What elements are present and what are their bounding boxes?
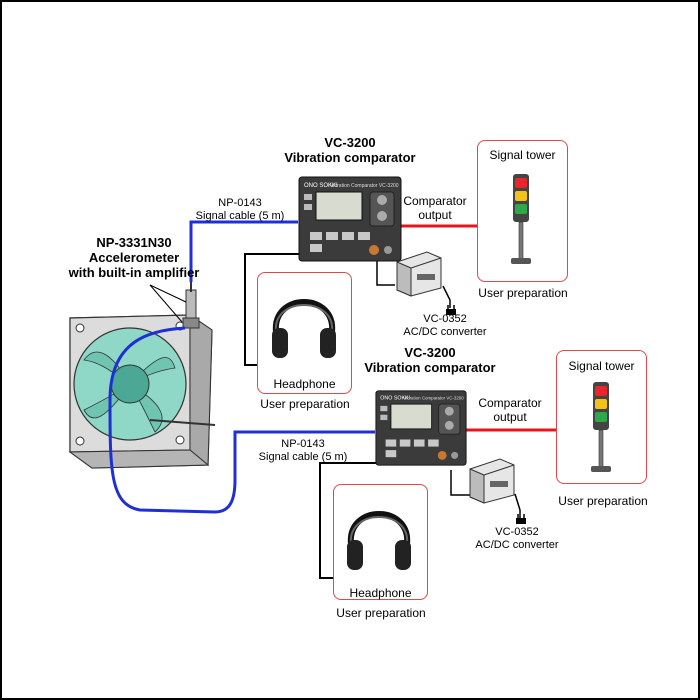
comparator-model: VC-3200 [324, 135, 376, 150]
cable-desc: Signal cable (5 m) [258, 450, 348, 463]
output-line2: output [493, 409, 527, 424]
headphone-cable-1 [244, 253, 318, 366]
accelerometer-line1: Accelerometer [88, 249, 180, 265]
power-plug-icon [446, 305, 456, 315]
signal-tower-label: Signal tower [568, 359, 635, 373]
device-panel-title: Vibration Comparator VC-3200 [403, 396, 464, 401]
converter-model: VC-0352 [423, 313, 467, 325]
signal-cable-label-1: NP-0143 Signal cable (5 m) [180, 197, 300, 222]
comparator-name: Vibration comparator [284, 149, 416, 165]
comparator-output-label-1: Comparator output [390, 194, 480, 223]
signal-tower-note: User preparation [478, 286, 568, 300]
signal-tower-label: Signal tower [489, 148, 556, 162]
output-line2: output [418, 207, 452, 222]
callout-line [149, 284, 187, 303]
vibration-comparator-device-icon: ONO SOKKI Vibration Comparator VC-3200 [375, 390, 467, 466]
accelerometer-icon [182, 280, 200, 329]
device-brand: ONO SOKKI [304, 183, 338, 189]
converter-model: VC-0352 [495, 526, 539, 538]
accelerometer-label: NP-3331N30 Accelerometer with built-in a… [34, 235, 234, 281]
signal-tower-icon [591, 382, 611, 472]
converter-desc: AC/DC converter [403, 325, 487, 338]
cable-desc: Signal cable (5 m) [195, 209, 285, 222]
cable-model: NP-0143 [281, 438, 325, 450]
signal-tower-note: User preparation [558, 494, 648, 508]
converter-label-1: VC-0352 AC/DC converter [390, 313, 500, 338]
vibration-comparator-device-icon: ONO SOKKI Vibration Comparator VC-3200 [298, 176, 402, 262]
headphone-note: User preparation [336, 606, 426, 620]
converter-desc: AC/DC converter [475, 538, 559, 551]
converter-label-2: VC-0352 AC/DC converter [462, 526, 572, 551]
headphone-note: User preparation [260, 397, 350, 411]
comparator-label-1: VC-3200 Vibration comparator [250, 135, 450, 166]
cooling-fan-icon [68, 314, 216, 469]
cable-model: NP-0143 [218, 197, 262, 209]
power-plug-icon [516, 514, 526, 524]
output-line1: Comparator [403, 194, 467, 208]
ac-dc-converter-icon [469, 458, 515, 504]
signal-cable-1 [189, 220, 298, 282]
signal-cable-2 [108, 326, 375, 514]
signal-cable-label-2: NP-0143 Signal cable (5 m) [243, 438, 363, 463]
output-line1: Comparator [478, 396, 542, 410]
comparator-label-2: VC-3200 Vibration comparator [330, 345, 530, 376]
ac-dc-converter-icon [396, 251, 442, 297]
callout-line [149, 284, 183, 323]
comparator-output-label-2: Comparator output [465, 396, 555, 425]
accelerometer-model: NP-3331N30 [96, 235, 172, 250]
headphone-icon [347, 511, 411, 570]
signal-tower-icon [511, 174, 531, 264]
device-brand: ONO SOKKI [380, 396, 410, 402]
headphone-cable-2 [319, 462, 392, 579]
accelerometer-line2: with built-in amplifier [68, 264, 200, 280]
device-panel-title: Vibration Comparator VC-3200 [330, 183, 399, 189]
comparator-name: Vibration comparator [364, 359, 496, 375]
headphone-label: Headphone [273, 377, 336, 391]
comparator-model: VC-3200 [404, 345, 456, 360]
headphone-icon [272, 299, 336, 358]
headphone-label: Headphone [349, 586, 412, 600]
